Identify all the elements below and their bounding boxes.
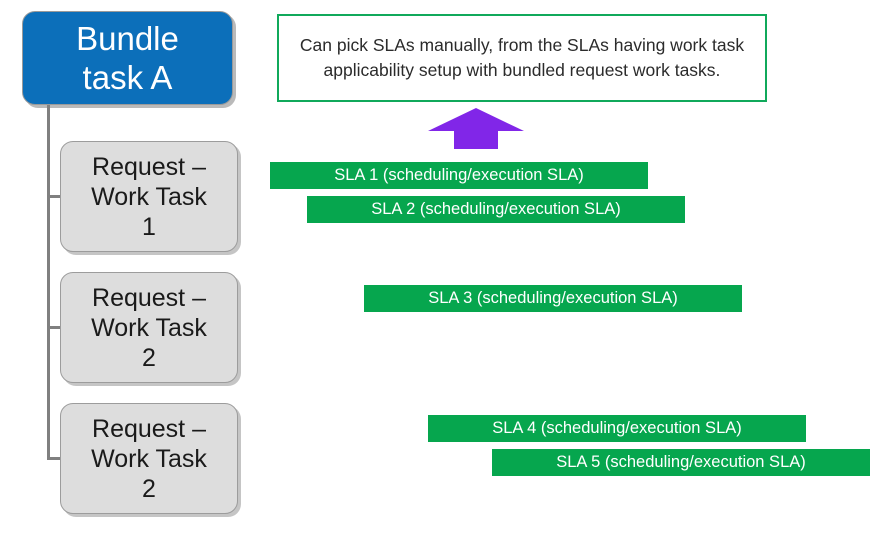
note-callout-box: Can pick SLAs manually, from the SLAs ha… (277, 14, 767, 102)
bundle-task-label: Bundle task A (76, 20, 179, 96)
work-task-label-3: Request – Work Task 2 (91, 414, 207, 503)
work-task-label-2: Request – Work Task 2 (91, 283, 207, 372)
connector-trunk-line (47, 104, 50, 460)
work-task-box-3[interactable]: Request – Work Task 2 (60, 403, 238, 514)
work-task-box-2[interactable]: Request – Work Task 2 (60, 272, 238, 383)
connector-branch-task-2 (47, 326, 61, 329)
sla-bar-4[interactable]: SLA 4 (scheduling/execution SLA) (428, 415, 806, 442)
bundle-task-box[interactable]: Bundle task A (22, 11, 233, 105)
connector-branch-task-3 (47, 457, 61, 460)
sla-bar-5[interactable]: SLA 5 (scheduling/execution SLA) (492, 449, 870, 476)
sla-bar-label-2: SLA 2 (scheduling/execution SLA) (371, 200, 621, 218)
connector-branch-task-1 (47, 195, 61, 198)
sla-bar-label-1: SLA 1 (scheduling/execution SLA) (334, 166, 584, 184)
sla-bar-3[interactable]: SLA 3 (scheduling/execution SLA) (364, 285, 742, 312)
purple-up-arrow-icon (428, 108, 524, 149)
work-task-label-1: Request – Work Task 1 (91, 152, 207, 241)
note-callout-text: Can pick SLAs manually, from the SLAs ha… (299, 35, 745, 80)
sla-bar-label-3: SLA 3 (scheduling/execution SLA) (428, 289, 678, 307)
sla-bar-2[interactable]: SLA 2 (scheduling/execution SLA) (307, 196, 685, 223)
sla-bar-label-5: SLA 5 (scheduling/execution SLA) (556, 453, 806, 471)
work-task-box-1[interactable]: Request – Work Task 1 (60, 141, 238, 252)
sla-bar-label-4: SLA 4 (scheduling/execution SLA) (492, 419, 742, 437)
sla-bar-1[interactable]: SLA 1 (scheduling/execution SLA) (270, 162, 648, 189)
